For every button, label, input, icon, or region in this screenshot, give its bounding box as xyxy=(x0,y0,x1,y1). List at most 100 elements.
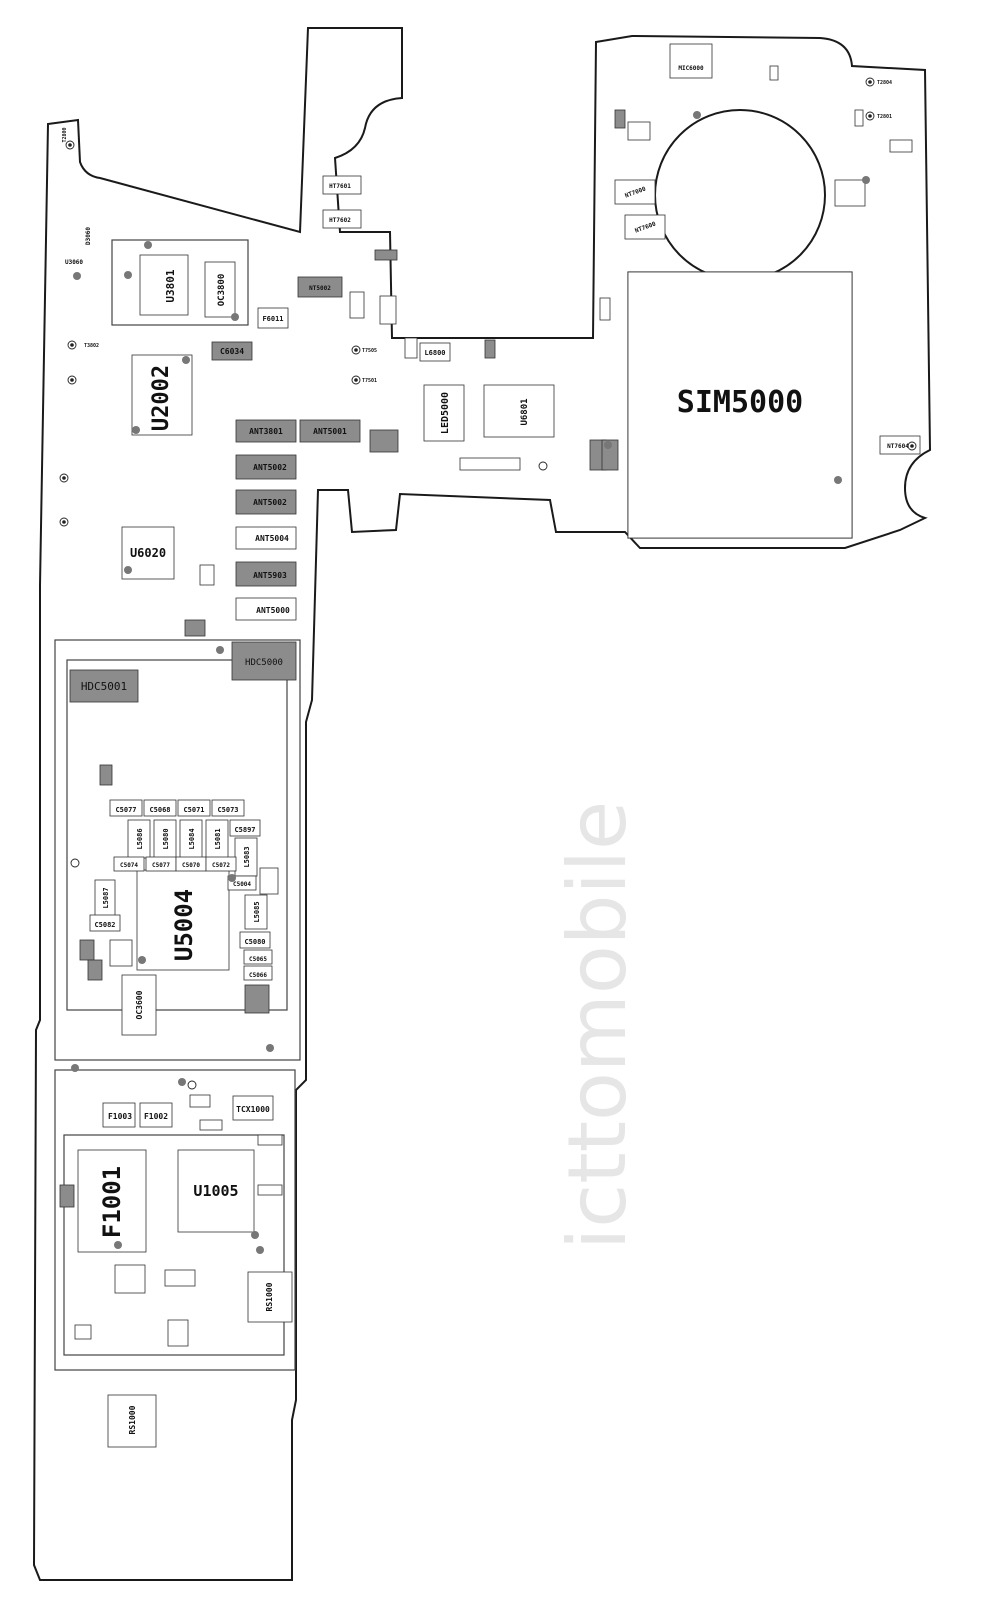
f6011-part xyxy=(257,307,289,329)
sim-socket xyxy=(627,271,853,539)
label-c5072: C5072 xyxy=(212,862,230,869)
label-c5897: C5897 xyxy=(234,826,255,834)
f1001-chip xyxy=(77,1149,147,1253)
label-f6011: F6011 xyxy=(262,315,283,323)
f1003-part xyxy=(102,1102,136,1128)
label-c5004: C5004 xyxy=(233,881,251,888)
oc3800-chip xyxy=(204,261,236,318)
label-l6800: L6800 xyxy=(424,349,445,357)
nt7600-part xyxy=(624,214,666,240)
label-l5080: L5080 xyxy=(162,828,170,849)
f1002-part xyxy=(139,1102,173,1128)
hdc5000-part xyxy=(231,641,297,681)
zone-u5004 xyxy=(66,659,288,1011)
label-tp3802: T3802 xyxy=(84,343,99,349)
ant5002a-part xyxy=(235,454,297,480)
label-led5000: LED5000 xyxy=(440,392,451,434)
hdc5001-part xyxy=(69,669,139,703)
watermark: icttomobile xyxy=(551,801,644,1250)
label-ant5903: ANT5903 xyxy=(253,571,287,580)
label-mic6000: MIC6000 xyxy=(678,65,704,72)
label-u3801: U3801 xyxy=(164,269,177,302)
label-l5083: L5083 xyxy=(243,846,251,867)
label-c5066: C5066 xyxy=(249,972,267,979)
label-l5084: L5084 xyxy=(188,828,196,849)
zone-u1005 xyxy=(63,1134,285,1356)
c6034-part xyxy=(211,341,253,361)
tcx1000-part xyxy=(232,1095,274,1121)
fiducials xyxy=(71,111,870,1254)
small-passives xyxy=(59,65,913,1347)
label-u2002: U2002 xyxy=(149,365,174,431)
zone-pmic xyxy=(54,1069,296,1371)
label-rs1000a: RS1000 xyxy=(265,1282,274,1311)
u3801-chip xyxy=(139,254,189,316)
passives-u5004 xyxy=(89,799,273,1036)
ant5004-part xyxy=(235,526,297,550)
label-c5082: C5082 xyxy=(94,921,115,929)
label-f1001: F1001 xyxy=(98,1166,126,1238)
label-ant5000: ANT5000 xyxy=(256,606,290,615)
camera-cutout xyxy=(654,109,826,281)
ant3801-part xyxy=(235,419,297,443)
u2002-chip xyxy=(131,354,193,436)
label-tp2801: T2801 xyxy=(877,114,892,120)
rs1000b-part xyxy=(107,1394,157,1448)
u1005-chip xyxy=(177,1149,255,1233)
label-c5074: C5074 xyxy=(120,862,138,869)
label-nt5002: NT5002 xyxy=(309,285,331,292)
label-sim5000: SIM5000 xyxy=(677,385,803,420)
label-tp7505: T7505 xyxy=(362,348,377,354)
label-ht7601: HT7601 xyxy=(329,183,351,190)
zone-u3801 xyxy=(111,239,249,326)
label-c5073: C5073 xyxy=(217,806,238,814)
label-u6020: U6020 xyxy=(130,546,166,560)
u5004-chip xyxy=(136,869,230,971)
rs1000a-part xyxy=(247,1271,293,1323)
label-tp2804: T2804 xyxy=(877,80,892,86)
ht7602-part xyxy=(322,209,362,229)
nt5002-part xyxy=(297,276,343,298)
label-c5068: C5068 xyxy=(149,806,170,814)
ht7601-part xyxy=(322,175,362,195)
label-ant5001: ANT5001 xyxy=(313,427,347,436)
nt7000-part xyxy=(614,179,656,205)
label-c5077a: C5077 xyxy=(115,806,136,814)
zone-upper-rf xyxy=(54,639,301,1061)
label-c5070: C5070 xyxy=(182,862,200,869)
label-c5080: C5080 xyxy=(244,938,265,946)
label-ant5004: ANT5004 xyxy=(255,534,289,543)
label-f1002: F1002 xyxy=(144,1112,168,1121)
label-c5071: C5071 xyxy=(183,806,204,814)
label-tp7501: T7501 xyxy=(362,378,377,384)
label-tp2800: T2800 xyxy=(62,127,68,142)
label-d3060: D3060 xyxy=(85,227,92,245)
ant5903-part xyxy=(235,561,297,587)
label-hdc5000: HDC5000 xyxy=(245,658,283,668)
label-c6034: C6034 xyxy=(220,347,244,356)
label-nt7604: NT7604 xyxy=(887,443,909,450)
label-ant5002b: ANT5002 xyxy=(253,498,287,507)
label-f1003: F1003 xyxy=(108,1112,132,1121)
led5000-part xyxy=(423,384,465,442)
label-l5081: L5081 xyxy=(214,828,222,849)
label-rs1000b: RS1000 xyxy=(128,1405,137,1434)
label-oc3600: OC3600 xyxy=(135,990,144,1019)
label-c5077b: C5077 xyxy=(152,862,170,869)
label-hdc5001: HDC5001 xyxy=(81,680,127,693)
u6801-part xyxy=(483,384,555,438)
label-u5004: U5004 xyxy=(170,889,198,961)
label-tcx1000: TCX1000 xyxy=(236,1105,270,1114)
label-l5086: L5086 xyxy=(136,828,144,849)
label-u1005: U1005 xyxy=(193,1182,238,1200)
ant5002b-part xyxy=(235,489,297,515)
label-c5065: C5065 xyxy=(249,956,267,963)
label-l5085: L5085 xyxy=(253,901,261,922)
label-l5087: L5087 xyxy=(102,887,110,908)
ant5001-part xyxy=(299,419,361,443)
label-u6801: U6801 xyxy=(520,398,530,425)
label-u3060: U3060 xyxy=(65,259,83,266)
ant5000-part xyxy=(235,597,297,621)
test-points xyxy=(59,77,917,1090)
